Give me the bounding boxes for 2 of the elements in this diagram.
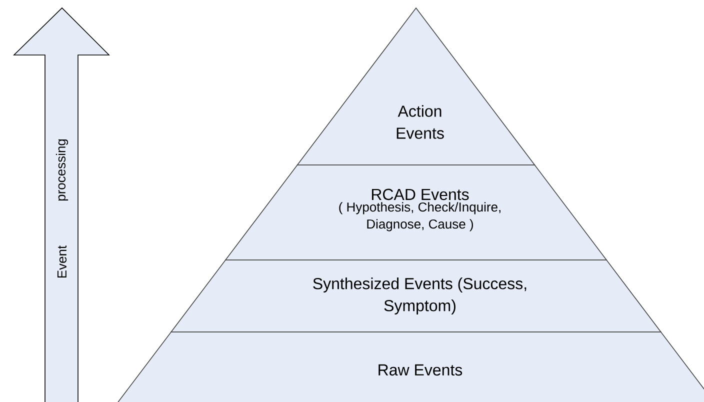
arrow-label: processing bbox=[56, 139, 68, 201]
arrow-label: Event bbox=[57, 245, 67, 278]
